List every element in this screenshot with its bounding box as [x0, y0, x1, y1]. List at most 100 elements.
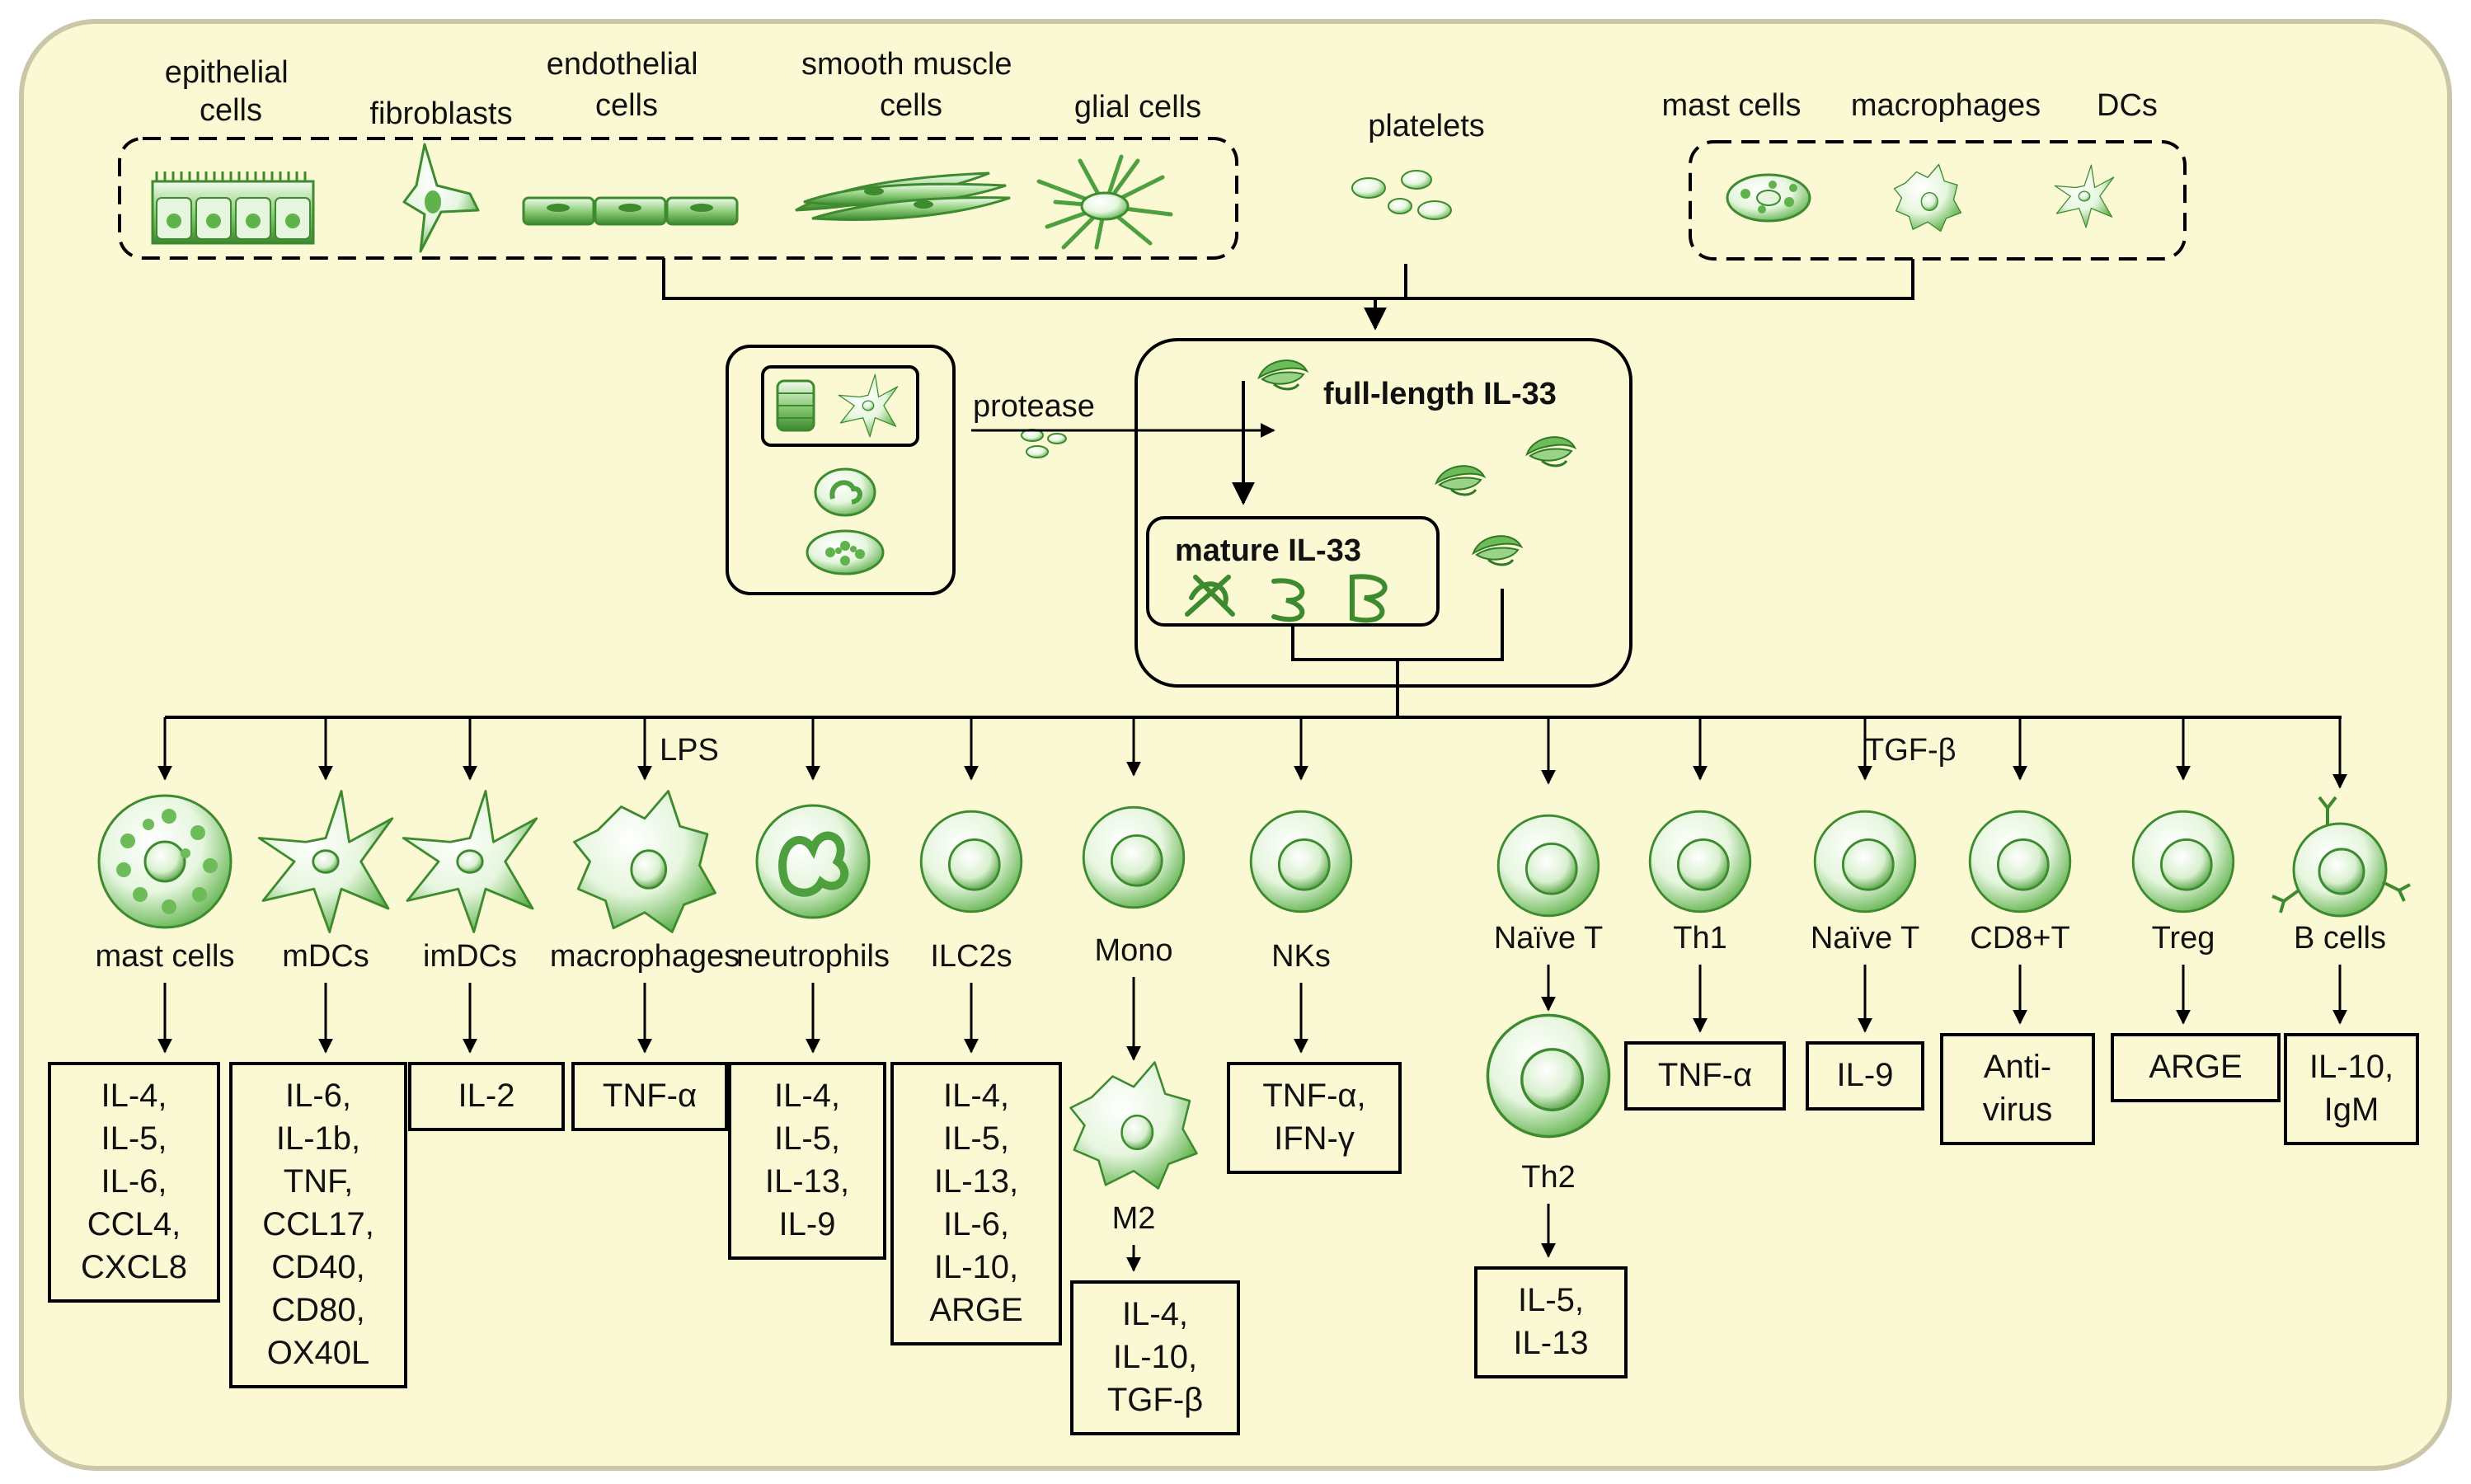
- target-label: Naïve T: [1811, 921, 1919, 956]
- target-label: Naïve T: [1494, 921, 1603, 956]
- output-cytokines: IL-4,IL-5,IL-13,IL-6,IL-10,ARGE: [929, 1078, 1022, 1328]
- fibroblast-icon: [402, 143, 480, 253]
- structural-cells-group: [118, 137, 1238, 260]
- epithelial-cells-icon: [151, 171, 315, 245]
- endothelial-line2: cells: [595, 88, 658, 123]
- output-cytokines: TNF-α: [603, 1078, 697, 1114]
- target-label: Th1: [1673, 921, 1726, 956]
- platelets-icon: [1351, 170, 1452, 220]
- output-box: [2284, 1033, 2419, 1145]
- output-box: [229, 1062, 407, 1388]
- round-cell-icon: [2131, 810, 2235, 913]
- release-cell-icon-a: [776, 379, 815, 432]
- mature-il33-icons: [1185, 574, 1388, 623]
- target-label: Treg: [2152, 921, 2215, 956]
- output-box: [728, 1062, 886, 1260]
- target-label: macrophages: [550, 939, 740, 974]
- target-label: B cells: [2294, 921, 2386, 956]
- output-box: [1806, 1041, 1924, 1111]
- round-cell-icon: [919, 810, 1023, 913]
- protease-icon: [1021, 429, 1067, 458]
- round-cell-icon: [1486, 1013, 1611, 1139]
- label-glial-cells: glial cells: [1074, 90, 1201, 124]
- target-drop-arrows: [157, 717, 2347, 789]
- target-12: CD8+T Anti-virus: [1940, 810, 2095, 1145]
- output-box: [1474, 1266, 1628, 1378]
- target-cells: mast cellsIL-4,IL-5,IL-6,CCL4,CXCL8mDCsI…: [48, 790, 2419, 1435]
- release-cell-icon-d: [806, 529, 885, 575]
- releasing-cells-box: [726, 345, 956, 595]
- intermediate-label: Th2: [1521, 1160, 1575, 1195]
- output-box: [1624, 1041, 1786, 1111]
- smooth-muscle-cells-icon: [795, 171, 1011, 221]
- neutrophil-icon: [757, 805, 869, 918]
- label-macrophages-source: macrophages: [1851, 88, 2041, 123]
- releasing-cells-inner-box: [761, 365, 919, 447]
- label-mature-il33: mature IL-33: [1175, 533, 1361, 568]
- label-full-length-il33: full-length IL-33: [1323, 377, 1557, 411]
- output-box: [408, 1062, 565, 1131]
- label-fibroblasts: fibroblasts: [369, 96, 512, 131]
- round-cell-icon: [1249, 810, 1353, 913]
- output-cytokines: IL-4,IL-10,TGF-β: [1107, 1296, 1203, 1418]
- target-label: imDCs: [423, 939, 517, 974]
- target-label: ILC2s: [930, 939, 1012, 974]
- output-cytokines: IL-10,IgM: [2309, 1049, 2393, 1128]
- label-lps: LPS: [660, 733, 719, 768]
- target-label: Mono: [1094, 933, 1172, 968]
- round-cell-icon: [1496, 814, 1600, 918]
- round-cell-icon: [1648, 810, 1752, 913]
- mast-cell-icon: [97, 794, 233, 929]
- output-box: [890, 1062, 1062, 1345]
- source-connectors: [662, 258, 1914, 331]
- smooth-line1: smooth muscle: [801, 47, 1012, 82]
- mast-cell-source-icon: [1726, 173, 1811, 223]
- output-cytokines: IL-4,IL-5,IL-6,CCL4,CXCL8: [81, 1078, 187, 1285]
- background-panel: [19, 19, 2452, 1471]
- output-cytokines: ARGE: [2149, 1049, 2242, 1085]
- label-dcs-source: DCs: [2097, 88, 2158, 123]
- endothelial-cells-icon: [522, 196, 739, 226]
- output-cytokines: IL-9: [1837, 1057, 1894, 1093]
- round-cell-icon: [1082, 805, 1186, 909]
- smooth-line2: cells: [880, 88, 942, 123]
- output-cytokines: Anti-virus: [1983, 1049, 2052, 1128]
- output-cytokines: IL-2: [458, 1078, 515, 1114]
- label-epithelial-cells: epithelial cells: [165, 55, 298, 128]
- output-box: [571, 1062, 728, 1131]
- output-cytokines: IL-4,IL-5,IL-13,IL-9: [765, 1078, 849, 1242]
- target-label: mast cells: [96, 939, 235, 974]
- intermediate-label: M2: [1112, 1201, 1156, 1236]
- output-cytokines: IL-5,IL-13: [1513, 1282, 1588, 1361]
- target-label: NKs: [1271, 939, 1331, 974]
- target-label: CD8+T: [1970, 921, 2069, 956]
- round-cell-icon: [1813, 810, 1917, 913]
- output-box: [1070, 1280, 1240, 1435]
- target-label: neutrophils: [736, 939, 890, 974]
- epithelial-line1: epithelial: [165, 55, 289, 90]
- output-cytokines: IL-6,IL-1b,TNF,CCL17,CD40,CD80,OX40L: [262, 1078, 374, 1371]
- epithelial-line2: cells: [200, 93, 262, 128]
- target-label: mDCs: [282, 939, 369, 974]
- release-cell-icon-c: [814, 467, 876, 517]
- label-smooth-muscle-cells: smooth muscle cells: [801, 47, 1021, 123]
- label-protease: protease: [973, 389, 1095, 424]
- label-endothelial-cells: endothelial cells: [547, 47, 707, 123]
- endothelial-line1: endothelial: [547, 47, 698, 82]
- round-cell-icon: [1968, 810, 2072, 913]
- immune-cells-group: [1689, 140, 2187, 261]
- label-mast-cells-source: mast cells: [1662, 88, 1802, 123]
- processing-connectors: [165, 589, 2342, 719]
